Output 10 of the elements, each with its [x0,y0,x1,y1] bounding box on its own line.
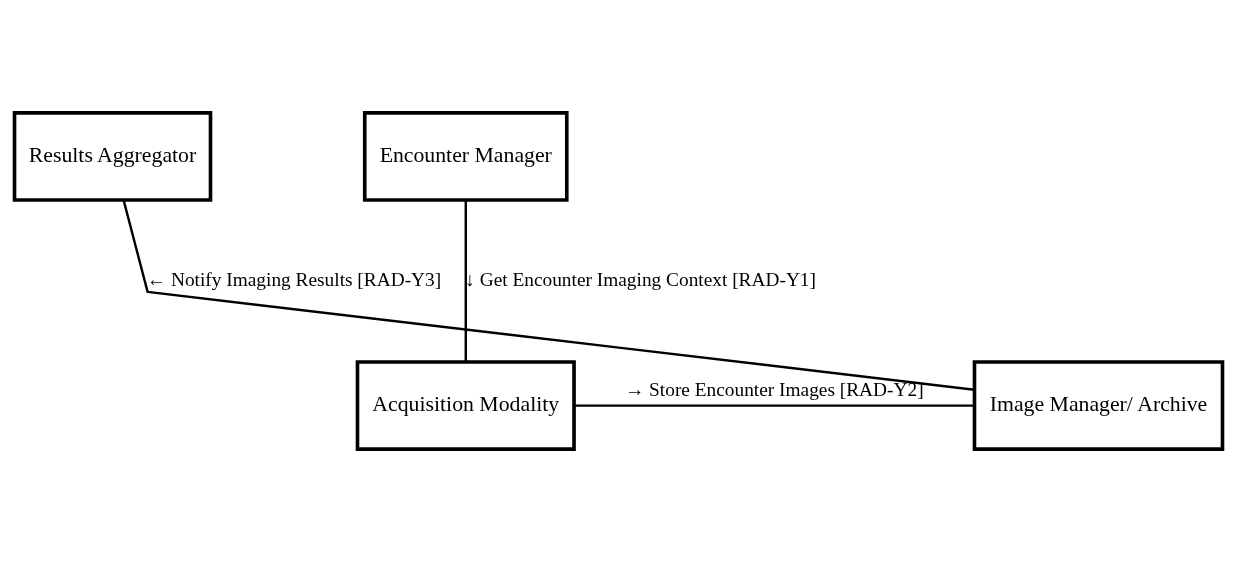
node-box: Results Aggregator [12,110,213,202]
connector [574,403,975,407]
edge-label: ← Notify Imaging Results [RAD-Y3] [146,268,442,290]
edge-label: ↓ Get Encounter Imaging Context [RAD-Y1] [465,268,816,290]
edge-label: → Store Encounter Images [RAD-Y2] [624,378,924,400]
node-box: Acquisition Modality [355,359,576,451]
connector [464,199,467,362]
connector [122,199,975,391]
node-box: Encounter Manager [362,110,569,202]
node-box: Image Manager/ Archive [972,359,1225,451]
